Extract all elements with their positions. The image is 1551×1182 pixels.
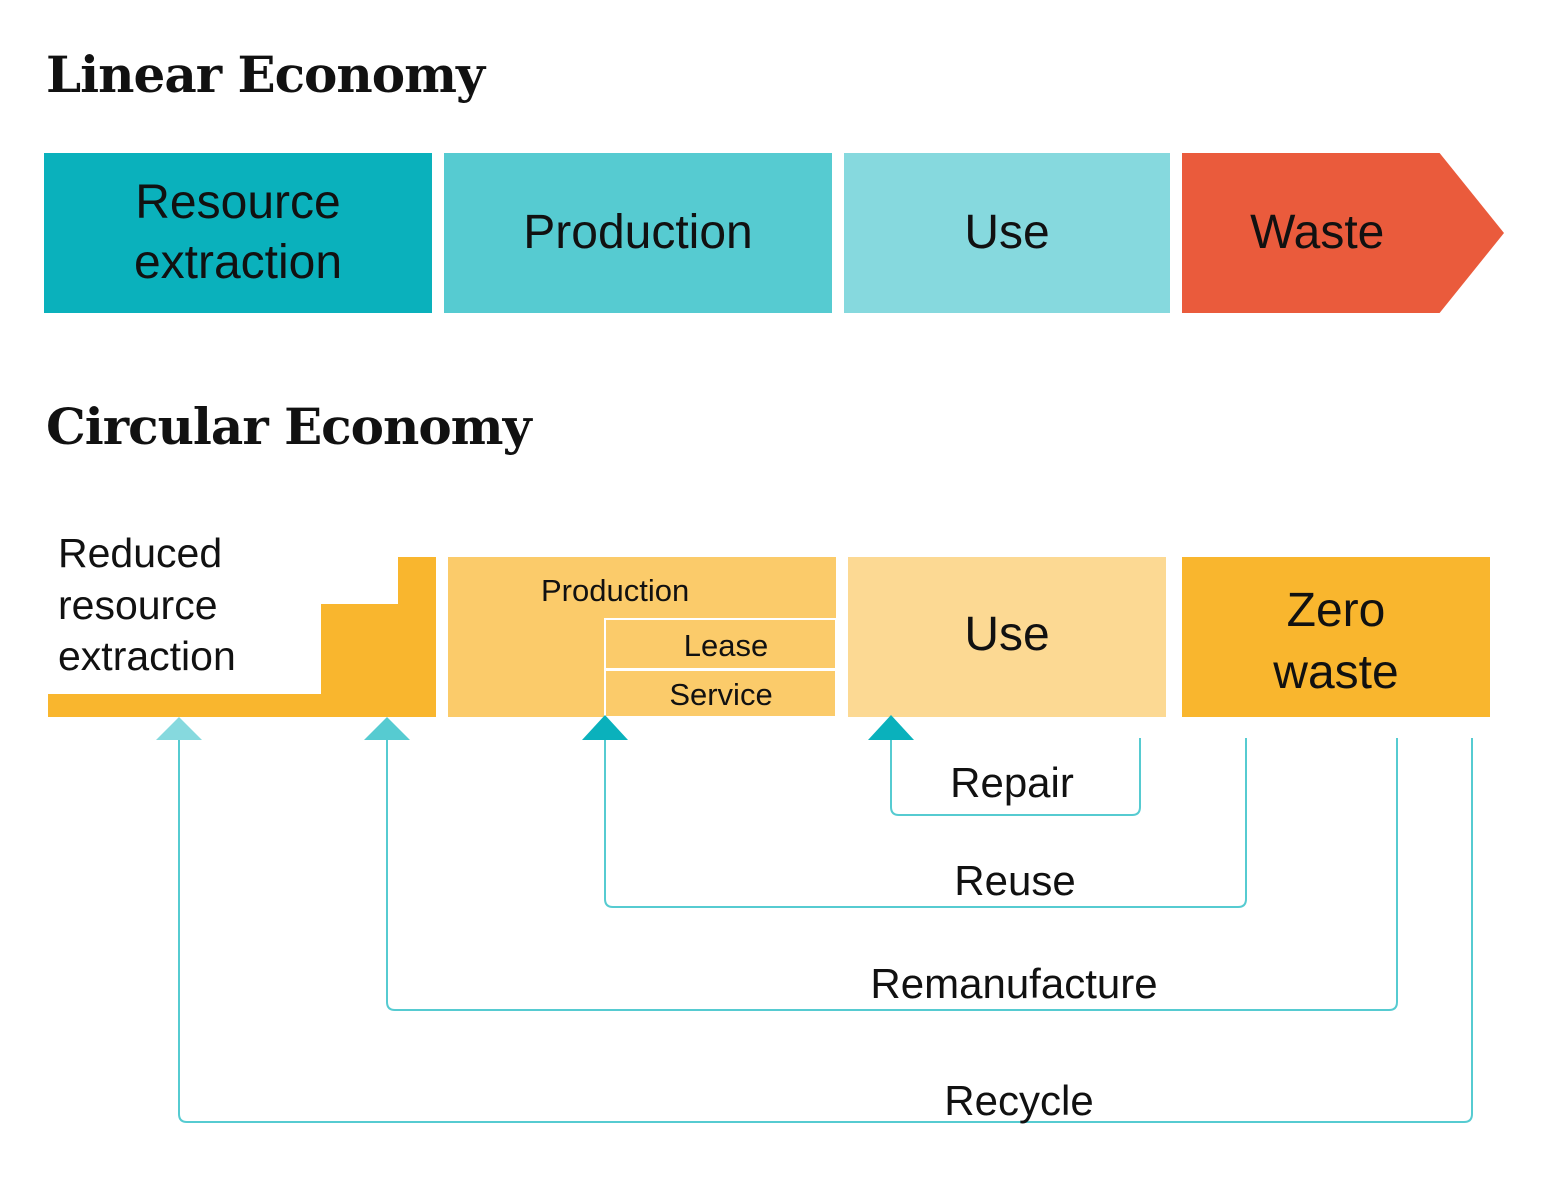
linear-economy-title: Linear Economy bbox=[46, 45, 485, 104]
waste-label: Waste bbox=[1250, 206, 1385, 259]
remanufacture-loop-line bbox=[386, 736, 1398, 1011]
recycle-arrow-icon bbox=[156, 717, 202, 740]
zero-waste-block bbox=[1182, 557, 1490, 717]
circular-economy-title: Circular Economy bbox=[46, 397, 532, 456]
zero-waste-label: Zero waste bbox=[1182, 580, 1490, 705]
linear-stage-resource-extraction: Resource extraction bbox=[44, 153, 432, 313]
zero-line1: Zero bbox=[1286, 584, 1386, 637]
reduced-line3: extraction bbox=[58, 633, 236, 680]
reduced-line1: Reduced bbox=[58, 530, 223, 576]
lease-label: Lease bbox=[683, 628, 769, 663]
reduced-extraction-shape bbox=[48, 557, 436, 717]
repair-label: Repair bbox=[950, 759, 1074, 806]
circular-production-label: Production bbox=[541, 573, 690, 608]
recycle-loop-line bbox=[178, 736, 1473, 1123]
reuse-loop-line bbox=[604, 736, 1247, 908]
service-box bbox=[604, 669, 837, 718]
loop-lines bbox=[178, 736, 1473, 1123]
resource-label-line2: extraction bbox=[133, 236, 343, 289]
linear-stage-production: Production bbox=[444, 153, 832, 313]
recycle-label: Recycle bbox=[944, 1077, 1094, 1124]
service-label: Service bbox=[669, 677, 773, 712]
use-label: Use bbox=[964, 206, 1050, 259]
remanufacture-arrow-icon bbox=[364, 717, 410, 740]
reuse-arrow-icon bbox=[582, 715, 628, 740]
reduced-resource-extraction-label: Reduced resource extraction bbox=[58, 528, 236, 683]
reduced-line2: resource bbox=[58, 581, 218, 628]
circular-use-block bbox=[848, 557, 1166, 717]
zero-line2: waste bbox=[1273, 646, 1399, 700]
circular-use-label: Use bbox=[964, 608, 1050, 661]
resource-label-line1: Resource bbox=[135, 176, 341, 229]
repair-loop-line bbox=[890, 736, 1141, 816]
repair-arrow-icon bbox=[868, 715, 914, 740]
remanufacture-label: Remanufacture bbox=[870, 960, 1158, 1007]
linear-stage-waste-arrow: Waste bbox=[1182, 153, 1504, 313]
production-label: Production bbox=[523, 206, 753, 259]
reuse-label: Reuse bbox=[954, 857, 1076, 904]
linear-stage-use: Use bbox=[844, 153, 1170, 313]
